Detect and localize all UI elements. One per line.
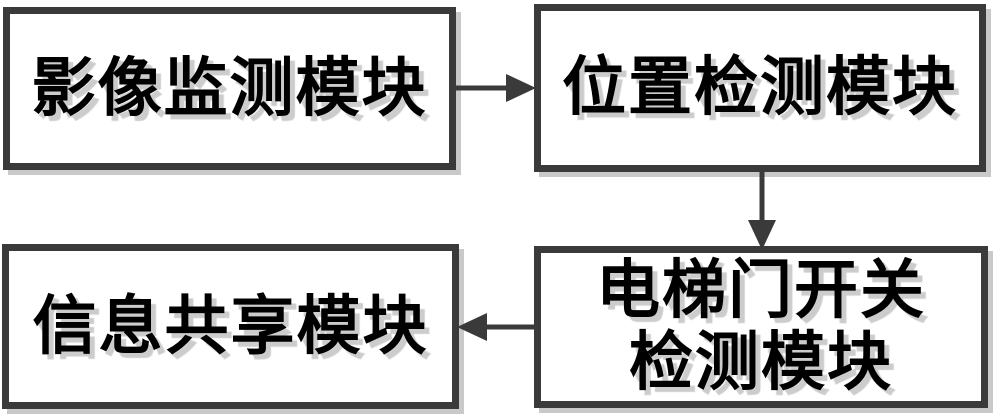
node-elevator-door-switch-detection-module: 电梯门开关检测模块 bbox=[534, 246, 988, 408]
node-label: 信息共享模块 bbox=[32, 290, 429, 362]
arrow-door-to-info-icon bbox=[457, 313, 538, 341]
arrow-image-to-position-icon bbox=[452, 74, 536, 102]
node-label: 位置检测模块 bbox=[562, 52, 958, 123]
node-image-monitoring-module: 影像监测模块 bbox=[3, 7, 456, 170]
node-position-detection-module: 位置检测模块 bbox=[534, 4, 986, 172]
node-label: 电梯门开关检测模块 bbox=[596, 255, 926, 398]
node-label: 影像监测模块 bbox=[31, 52, 428, 124]
node-information-sharing-module: 信息共享模块 bbox=[2, 244, 459, 409]
arrow-position-to-door-icon bbox=[748, 168, 776, 250]
